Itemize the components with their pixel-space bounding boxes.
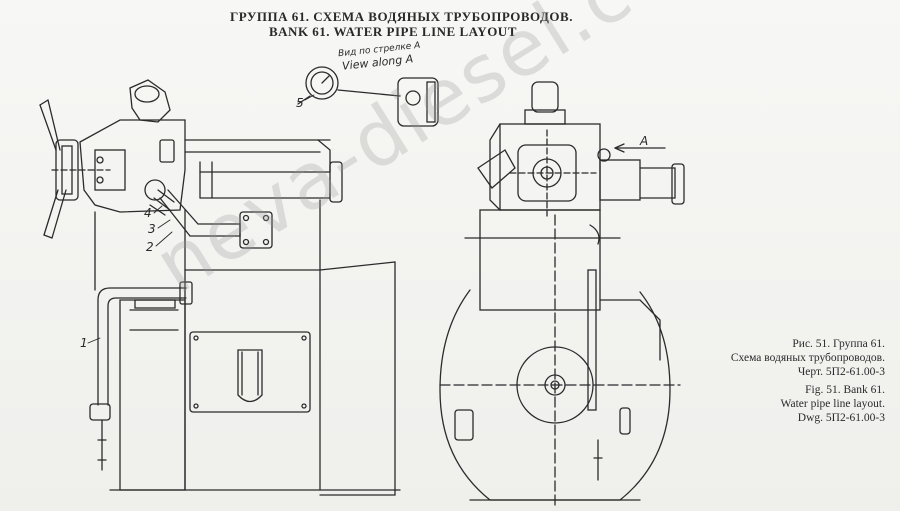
pipe-1 — [89, 281, 193, 471]
side-view — [39, 79, 401, 496]
bracket — [239, 211, 273, 249]
caption-ru-line-3: Черт. 5П2-61.00-3 — [797, 366, 885, 378]
pulley — [51, 139, 111, 201]
pump-head-end — [477, 123, 601, 217]
title-english: BANK 61. WATER PIPE LINE LAYOUT — [269, 24, 517, 39]
title-russian: ГРУППА 61. СХЕМА ВОДЯНЫХ ТРУБОПРОВОДОВ. — [230, 9, 573, 24]
side-pipe-end — [597, 143, 685, 205]
caption-ru-line-2: Схема водяных трубопроводов. — [730, 352, 885, 364]
callout-2: 2 — [146, 240, 154, 254]
upper-pipe — [159, 139, 343, 203]
caption-ru-line-1: Рис. 51. Группа 61. — [792, 338, 885, 350]
caption-en-line-3: Dwg. 5П2-61.00-3 — [797, 412, 885, 424]
top-outlet — [524, 81, 566, 125]
arrow-label-a: A — [640, 134, 649, 148]
end-view — [439, 81, 685, 506]
water-pump — [79, 79, 186, 213]
callout-4: 4 — [144, 206, 152, 220]
caption-en-line-1: Fig. 51. Bank 61. — [805, 384, 885, 396]
cooler — [119, 299, 186, 491]
callout-1: 1 — [80, 336, 88, 350]
callout-5: 5 — [296, 96, 304, 110]
gauge-detail — [297, 66, 439, 127]
leader-lines — [87, 94, 315, 344]
engine-block-end — [439, 209, 681, 506]
callout-3: 3 — [148, 222, 156, 236]
caption-en-line-2: Water pipe line layout. — [780, 398, 885, 410]
